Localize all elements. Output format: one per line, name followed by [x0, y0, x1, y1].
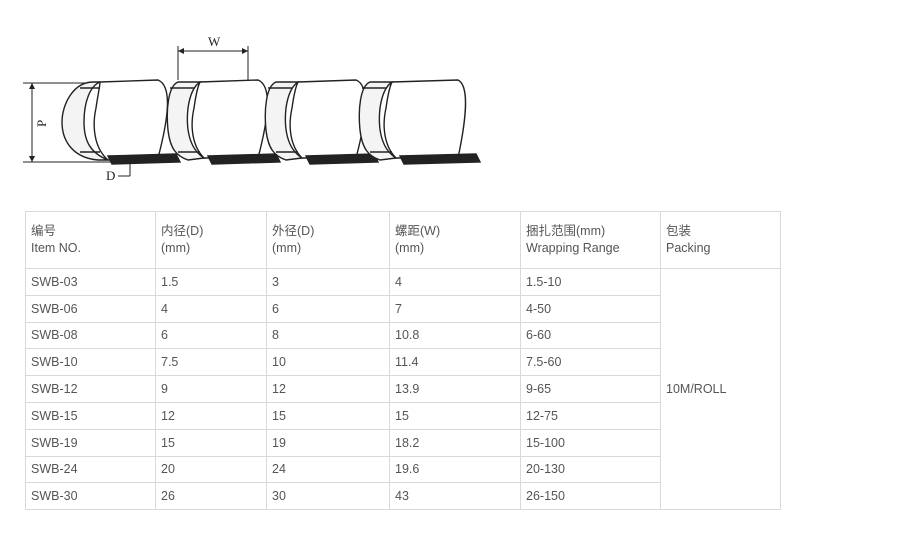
spiral-wrap-diagram: W P D [23, 34, 482, 183]
wrapping-range-cell: 7.5-60 [520, 348, 661, 377]
table-row: SWB-24 20 24 19.6 20-130 [25, 455, 781, 484]
inner-diameter-cell: 12 [155, 401, 267, 430]
wrapping-range-cell: 9-65 [520, 375, 661, 403]
item-no-cell: SWB-15 [25, 401, 156, 430]
table-row: SWB-03 1.5 3 4 1.5-10 10M/ROLL [25, 267, 781, 511]
inner-diameter-cell: 7.5 [155, 348, 267, 377]
pitch-cell: 11.4 [389, 348, 521, 377]
table-row: SWB-10 7.5 10 11.4 7.5-60 [25, 348, 781, 377]
inner-diameter-cell: 26 [155, 482, 267, 511]
label-p: P [34, 120, 49, 127]
item-no-cell: SWB-19 [25, 428, 156, 457]
inner-diameter-cell: 15 [155, 428, 267, 457]
outer-diameter-cell: 8 [266, 321, 390, 350]
height-dimension: P [23, 82, 113, 163]
inner-diameter-cell: 4 [155, 294, 267, 323]
pitch-dimension: W [177, 34, 249, 80]
wrapping-range-cell: 12-75 [520, 401, 661, 430]
item-no-cell: SWB-10 [25, 348, 156, 377]
pitch-cell: 18.2 [389, 428, 521, 457]
outer-diameter-cell: 30 [266, 482, 390, 511]
header-pitch: 螺距(W)(mm) [389, 211, 521, 269]
pitch-cell: 43 [389, 482, 521, 511]
coil-3 [264, 79, 380, 165]
item-no-cell: SWB-24 [25, 455, 156, 484]
inner-diameter-cell: 6 [155, 321, 267, 350]
header-wrapping-range: 捆扎范围(mm)Wrapping Range [520, 211, 661, 269]
outer-diameter-cell: 6 [266, 294, 390, 323]
wrapping-range-cell: 26-150 [520, 482, 661, 511]
outer-diameter-cell: 15 [266, 401, 390, 430]
outer-diameter-cell: 24 [266, 455, 390, 484]
outer-diameter-cell: 10 [266, 348, 390, 377]
wrapping-range-cell: 4-50 [520, 294, 661, 323]
spiral-coils [61, 79, 482, 165]
item-no-cell: SWB-12 [25, 375, 156, 403]
pitch-cell: 15 [389, 401, 521, 430]
table-row: SWB-06 4 6 7 4-50 [25, 294, 781, 323]
wrapping-range-cell: 20-130 [520, 455, 661, 484]
inner-diameter-cell: 20 [155, 455, 267, 484]
item-no-cell: SWB-03 [25, 268, 156, 296]
outer-diameter-cell: 3 [266, 268, 390, 296]
label-w: W [208, 34, 221, 49]
wrapping-range-cell: 1.5-10 [520, 268, 661, 296]
inner-diameter-cell: 9 [155, 375, 267, 403]
pitch-cell: 13.9 [389, 375, 521, 403]
outer-diameter-cell: 19 [266, 428, 390, 457]
outer-diameter-cell: 12 [266, 375, 390, 403]
coil-2 [166, 79, 282, 165]
item-no-cell: SWB-08 [25, 321, 156, 350]
coil-4 [358, 79, 482, 165]
item-no-cell: SWB-06 [25, 294, 156, 323]
header-outer-diameter: 外径(D)(mm) [266, 211, 390, 269]
item-no-cell: SWB-30 [25, 482, 156, 511]
wrapping-range-cell: 6-60 [520, 321, 661, 350]
table-row: SWB-30 26 30 43 26-150 [25, 482, 781, 511]
pitch-cell: 4 [389, 268, 521, 296]
inner-diameter-cell: 1.5 [155, 268, 267, 296]
header-inner-diameter: 内径(D)(mm) [155, 211, 267, 269]
label-d: D [106, 168, 115, 183]
pitch-cell: 19.6 [389, 455, 521, 484]
table-row: SWB-08 6 8 10.8 6-60 [25, 321, 781, 350]
wrapping-range-cell: 15-100 [520, 428, 661, 457]
pitch-cell: 10.8 [389, 321, 521, 350]
pitch-cell: 7 [389, 294, 521, 323]
packing-cell: 10M/ROLL [660, 267, 781, 511]
coil-1 [61, 79, 182, 165]
